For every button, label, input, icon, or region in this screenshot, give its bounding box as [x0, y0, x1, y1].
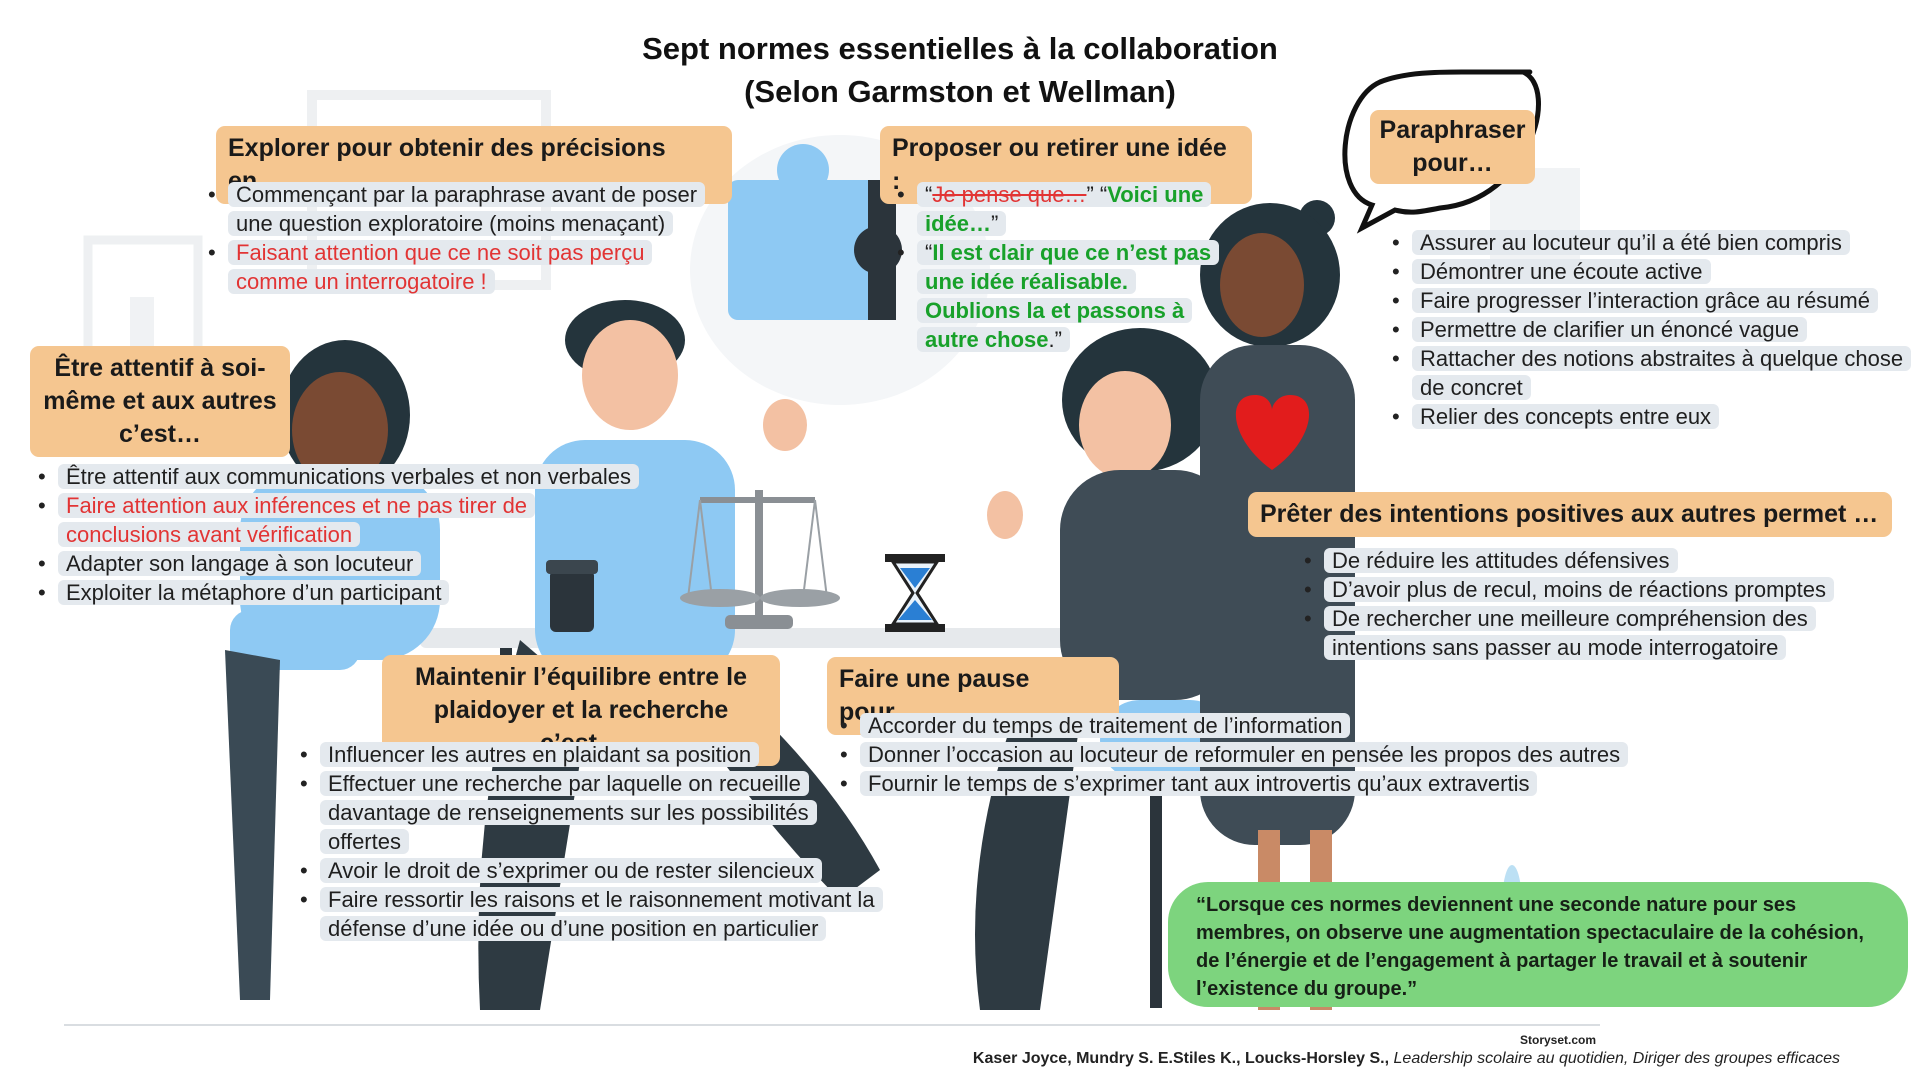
equilibre-list: Influencer les autres en plaidant sa pos…: [298, 740, 898, 943]
hourglass-icon: [885, 554, 945, 632]
paraphraser-list: Assurer au locuteur qu’il a été bien com…: [1390, 228, 1912, 431]
paraphraser-item: Rattacher des notions abstraites à quelq…: [1390, 344, 1912, 402]
explorer-item: Commençant par la paraphrase avant de po…: [206, 180, 716, 238]
paraphraser-item: Permettre de clarifier un énoncé vague: [1390, 315, 1910, 344]
source-credit: Kaser Joyce, Mundry S. E.Stiles K., Louc…: [973, 1050, 1840, 1068]
intentions-list: De réduire les attitudes défensives D’av…: [1302, 546, 1872, 662]
explorer-item: Faisant attention que ce ne soit pas per…: [206, 238, 716, 296]
attentif-item: Faire attention aux inférences et ne pas…: [36, 491, 578, 549]
paraphraser-item: Faire progresser l’interaction grâce au …: [1390, 286, 1910, 315]
intentions-item: De réduire les attitudes défensives: [1302, 546, 1872, 575]
main-title-line2: (Selon Garmston et Wellman): [744, 74, 1176, 109]
equilibre-item: Faire ressortir les raisons et le raison…: [298, 885, 920, 943]
paraphraser-header-line1: Paraphraser: [1379, 116, 1526, 144]
attentif-item: Exploiter la métaphore d’un participant: [36, 578, 676, 607]
intentions-item: D’avoir plus de recul, moins de réaction…: [1302, 575, 1872, 604]
proposer-item: “Je pense que…” “Voici une idée…”: [895, 180, 1225, 238]
credit-authors: Kaser Joyce, Mundry S. E.Stiles K., Louc…: [972, 1050, 1390, 1067]
storyset-credit: Storyset.com: [1520, 1033, 1597, 1047]
heart-icon: [1235, 395, 1310, 470]
attentif-item: Adapter son langage à son locuteur: [36, 549, 676, 578]
equilibre-item: Influencer les autres en plaidant sa pos…: [298, 740, 898, 769]
equilibre-item: Avoir le droit de s’exprimer ou de reste…: [298, 856, 898, 885]
paraphraser-item: Démontrer une écoute active: [1390, 257, 1910, 286]
pause-item: Accorder du temps de traitement de l’inf…: [838, 711, 1698, 740]
paraphraser-header: Paraphraser pour…: [1370, 110, 1535, 184]
intentions-item: De rechercher une meilleure compréhensio…: [1302, 604, 1872, 662]
pause-item: Donner l’occasion au locuteur de reformu…: [838, 740, 1698, 769]
attentif-item: Être attentif aux communications verbale…: [36, 462, 676, 491]
puzzle-icon: [728, 144, 902, 320]
pause-item: Fournir le temps de s’exprimer tant aux …: [838, 769, 1698, 798]
credit-works: Leadership scolaire au quotidien, Dirige…: [1393, 1050, 1840, 1067]
explorer-list: Commençant par la paraphrase avant de po…: [206, 180, 716, 296]
attentif-list: Être attentif aux communications verbale…: [36, 462, 676, 607]
attentif-header: Être attentif à soi-même et aux autres c…: [30, 346, 290, 457]
balance-scale-icon: [680, 490, 840, 629]
intentions-header: Prêter des intentions positives aux autr…: [1248, 492, 1892, 537]
proposer-item: “Il est clair que ce n’est pas une idée …: [895, 238, 1225, 354]
paraphraser-item: Assurer au locuteur qu’il a été bien com…: [1390, 228, 1910, 257]
paraphraser-item: Relier des concepts entre eux: [1390, 402, 1910, 431]
quote-box: “Lorsque ces normes deviennent une secon…: [1168, 882, 1908, 1007]
equilibre-item: Effectuer une recherche par laquelle on …: [298, 769, 850, 856]
proposer-list: “Je pense que…” “Voici une idée…” “Il es…: [895, 180, 1225, 354]
main-title-line1: Sept normes essentielles à la collaborat…: [642, 31, 1278, 66]
pause-list: Accorder du temps de traitement de l’inf…: [838, 711, 1698, 798]
paraphraser-header-line2: pour…: [1412, 149, 1493, 177]
